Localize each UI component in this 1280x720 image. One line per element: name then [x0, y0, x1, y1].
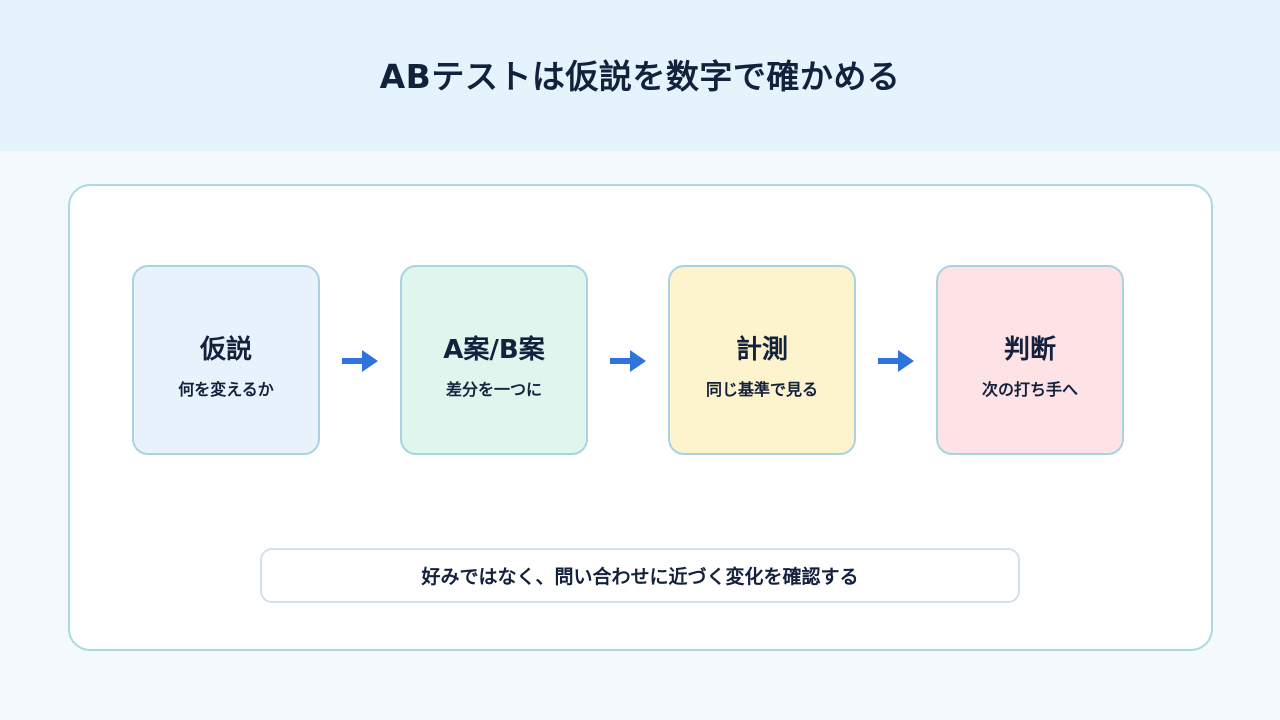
right-arrow-icon	[610, 350, 646, 372]
summary-box: 好みではなく、問い合わせに近づく変化を確認する	[260, 548, 1020, 603]
right-arrow-icon	[342, 350, 378, 372]
step-title: 仮説	[199, 334, 252, 365]
step-measure: 計測 同じ基準で見る	[668, 265, 856, 455]
step-title: 判断	[1003, 334, 1056, 365]
step-hypothesis: 仮説 何を変えるか	[132, 265, 320, 455]
step-subtitle: 何を変えるか	[178, 379, 274, 399]
step-ab-variants: A案/B案 差分を一つに	[400, 265, 588, 455]
right-arrow-icon	[878, 350, 914, 372]
step-subtitle: 次の打ち手へ	[981, 379, 1078, 399]
step-title: 計測	[735, 334, 788, 365]
step-title: A案/B案	[443, 334, 545, 365]
header-band: ABテストは仮説を数字で確かめる	[0, 0, 1280, 151]
step-subtitle: 同じ基準で見る	[705, 379, 818, 399]
step-subtitle: 差分を一つに	[445, 379, 542, 399]
step-decision: 判断 次の打ち手へ	[936, 265, 1124, 455]
summary-text: 好みではなく、問い合わせに近づく変化を確認する	[421, 566, 859, 588]
page-title: ABテストは仮説を数字で確かめる	[379, 56, 901, 96]
